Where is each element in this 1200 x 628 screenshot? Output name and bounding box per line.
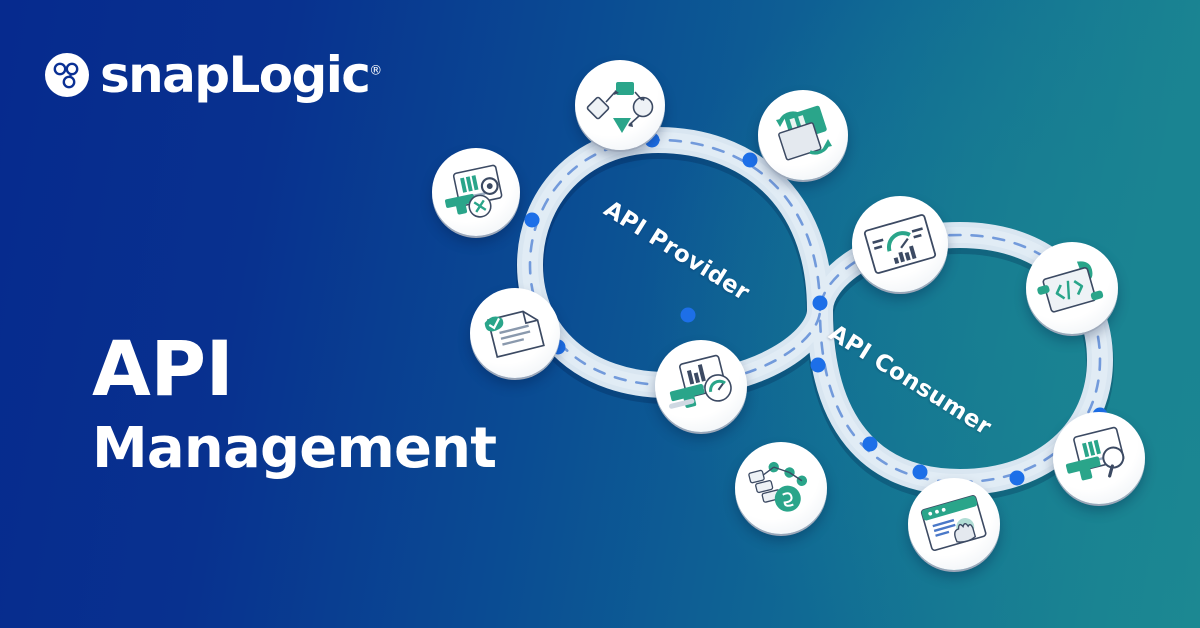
- bubble-disc: [655, 340, 747, 432]
- document-gear-icon: [445, 164, 503, 218]
- registered-mark: ®: [369, 63, 383, 79]
- icon-bubble-document-check[interactable]: [470, 288, 560, 378]
- icon-bubble-document-search[interactable]: [1053, 412, 1145, 504]
- pipeline-flow-icon: [586, 82, 654, 133]
- icon-bubble-browser-click[interactable]: [908, 478, 1000, 570]
- browser-click-icon: [920, 495, 987, 552]
- snaplogic-circles-logo-icon: [45, 53, 89, 97]
- bubble-disc: [758, 90, 848, 180]
- bubble-disc: [908, 478, 1000, 570]
- bubble-disc: [1026, 242, 1118, 334]
- snaplogic-logo[interactable]: snapLogic®: [45, 50, 382, 100]
- icon-bubble-report-gauge[interactable]: [655, 340, 747, 432]
- bubble-disc: [470, 288, 560, 378]
- code-brackets-icon: [1037, 261, 1104, 313]
- bubble-disc: [735, 442, 827, 534]
- sync-documents-icon: [776, 105, 832, 161]
- network-nodes-icon: [748, 461, 808, 512]
- icon-bubble-code-brackets[interactable]: [1026, 242, 1118, 334]
- title-line-2: Management: [92, 415, 497, 481]
- icon-bubble-network-nodes[interactable]: [735, 442, 827, 534]
- analytics-gauge-icon: [863, 214, 937, 274]
- icon-bubble-pipeline-flow[interactable]: [575, 60, 665, 150]
- bubble-disc: [1053, 412, 1145, 504]
- bubble-disc: [432, 148, 520, 236]
- icon-bubble-sync-documents[interactable]: [758, 90, 848, 180]
- brand-wordmark: snapLogic®: [100, 50, 382, 100]
- icon-bubble-analytics-gauge[interactable]: [852, 196, 948, 292]
- document-check-icon: [484, 310, 545, 359]
- brand-name: snapLogic: [100, 46, 371, 104]
- bubble-disc: [575, 60, 665, 150]
- document-search-icon: [1065, 426, 1125, 481]
- bubble-disc: [852, 196, 948, 292]
- report-gauge-icon: [669, 354, 732, 409]
- icon-bubble-document-gear[interactable]: [432, 148, 520, 236]
- waypoint-nodes: [524, 132, 1108, 486]
- page-title: API Management: [92, 324, 497, 482]
- title-line-1: API: [92, 324, 234, 413]
